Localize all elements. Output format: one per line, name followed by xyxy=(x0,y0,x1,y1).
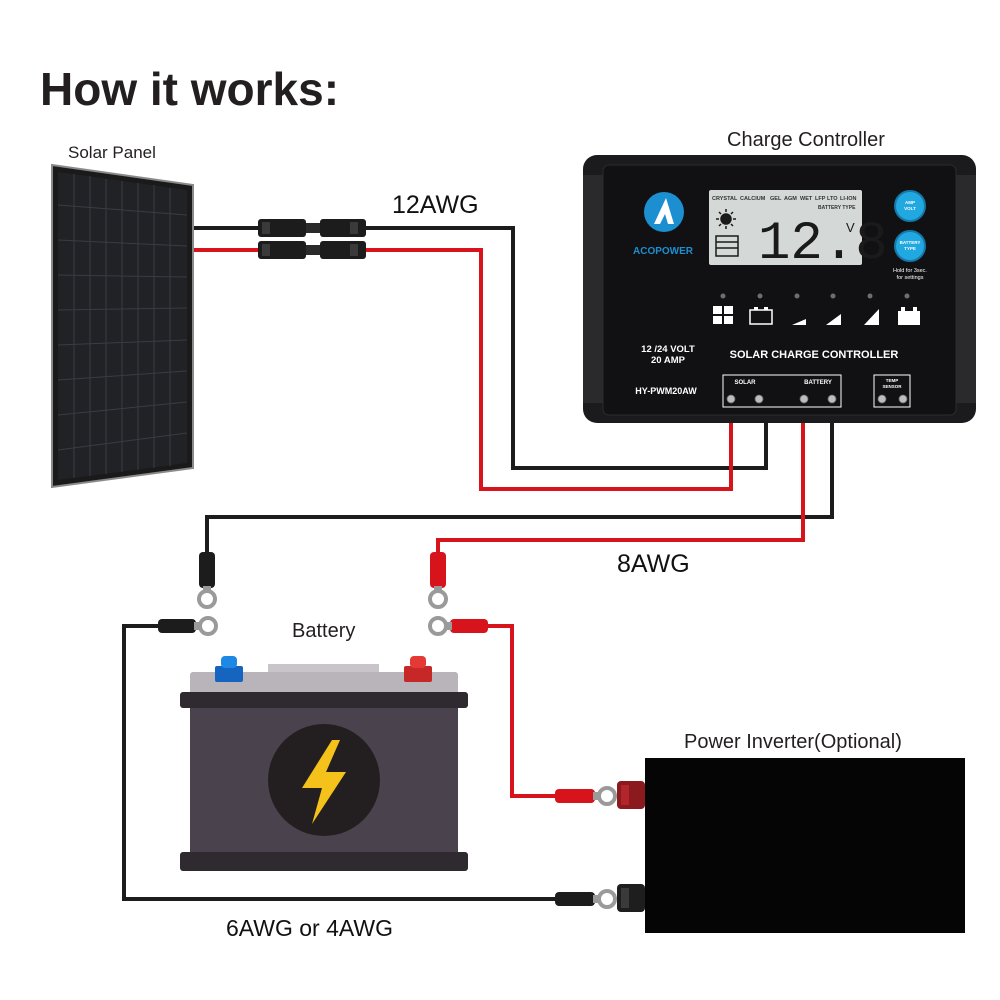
gauge-label-6awg-4awg: 6AWG or 4AWG xyxy=(226,915,393,941)
svg-text:BATTERY: BATTERY xyxy=(900,240,921,245)
panel-grid-icon xyxy=(713,306,733,324)
wire-inverter-negative xyxy=(122,624,560,901)
gauge-label-12awg: 12AWG xyxy=(392,191,479,219)
temp-sensor-label-line2: SENSOR xyxy=(882,384,902,389)
lcd-screen xyxy=(709,190,862,265)
svg-text:VOLT: VOLT xyxy=(904,206,916,211)
battery-positive-post xyxy=(404,656,432,682)
wire-battery-negative xyxy=(205,422,834,556)
wire-panel-negative-run xyxy=(366,226,768,470)
ring-terminal-negative-top xyxy=(197,552,217,609)
ring-terminal-negative-battery xyxy=(158,616,218,636)
ring-terminal-negative-inverter xyxy=(555,889,617,909)
svg-text:TYPE: TYPE xyxy=(904,246,916,251)
lcd-voltage-unit: V xyxy=(846,220,855,235)
svg-text:WET: WET xyxy=(800,196,813,202)
wires xyxy=(122,226,834,901)
solar-cell-grid xyxy=(57,174,188,478)
amp-volt-button[interactable]: AMP VOLT xyxy=(894,190,926,222)
page-title: How it works: xyxy=(40,63,339,115)
ring-terminal-positive-top xyxy=(428,552,448,609)
charge-stage-1-icon xyxy=(792,319,806,325)
solar-panel xyxy=(51,163,194,489)
svg-text:LFP: LFP xyxy=(815,196,826,202)
charge-stage-3-icon xyxy=(864,309,879,325)
battery-type-caption: BATTERY TYPE xyxy=(818,205,856,211)
terminal-battery-label: BATTERY xyxy=(804,380,832,386)
svg-text:LI-ION: LI-ION xyxy=(840,196,857,202)
temp-sensor-block xyxy=(873,374,911,408)
charge-controller-label: Charge Controller xyxy=(727,129,885,151)
inverter-positive-terminal xyxy=(617,781,645,809)
temp-sensor-label-line1: TEMP xyxy=(886,378,899,383)
svg-text:AMP: AMP xyxy=(905,200,915,205)
battery-charge-icon xyxy=(749,307,773,325)
hold-note-line1: Hold for 3sec. xyxy=(893,268,927,274)
svg-text:LTO: LTO xyxy=(827,196,838,202)
rating-amp: 20 AMP xyxy=(651,355,686,366)
power-inverter-label: Power Inverter(Optional) xyxy=(684,731,902,753)
power-inverter xyxy=(617,758,965,933)
battery-type-row: CRYSTAL CALCIUM GEL AGM WET LFP LTO LI-I… xyxy=(712,196,857,202)
battery-negative-post xyxy=(215,656,243,682)
charge-controller: ACOPOWER CRYSTAL CALCIUM GEL AGM WET LFP… xyxy=(583,155,976,423)
mc4-connectors xyxy=(258,219,366,259)
svg-text:CRYSTAL: CRYSTAL xyxy=(712,196,738,202)
sun-icon xyxy=(716,209,736,229)
terminal-solar-label: SOLAR xyxy=(735,380,757,386)
ring-terminal-positive-inverter xyxy=(555,786,617,806)
ring-terminal-positive-battery xyxy=(428,616,488,636)
lcd-battery-icon xyxy=(715,235,739,257)
svg-text:GEL: GEL xyxy=(770,196,782,202)
hold-note-line2: for settings xyxy=(897,275,924,281)
battery-type-button[interactable]: BATTERY TYPE xyxy=(894,230,926,262)
gauge-label-8awg: 8AWG xyxy=(617,550,690,578)
wire-battery-positive xyxy=(436,422,805,556)
product-name: SOLAR CHARGE CONTROLLER xyxy=(730,349,899,361)
wire-panel-positive-run xyxy=(366,248,733,491)
model-number: HY-PWM20AW xyxy=(635,386,697,396)
terminal-block xyxy=(722,374,842,408)
charge-stage-2-icon xyxy=(826,314,841,325)
brand-name: ACOPOWER xyxy=(633,246,694,257)
mc4-connector-positive xyxy=(258,241,366,259)
rating-volt: 12 /24 VOLT xyxy=(641,344,695,355)
indicator-icons xyxy=(713,306,920,325)
solar-panel-label: Solar Panel xyxy=(68,143,156,162)
lightning-icon xyxy=(302,740,346,824)
mc4-connector-negative xyxy=(258,219,366,237)
battery-label: Battery xyxy=(292,620,355,642)
lcd-voltage-value: 12.8 xyxy=(758,214,888,275)
battery-full-icon xyxy=(898,307,920,325)
inverter-negative-terminal xyxy=(617,884,645,912)
terminal-screws xyxy=(726,394,908,404)
svg-text:AGM: AGM xyxy=(784,196,797,202)
battery xyxy=(180,656,468,871)
svg-text:CALCIUM: CALCIUM xyxy=(740,196,766,202)
wire-inverter-positive xyxy=(488,624,560,798)
status-indicators xyxy=(720,293,910,299)
